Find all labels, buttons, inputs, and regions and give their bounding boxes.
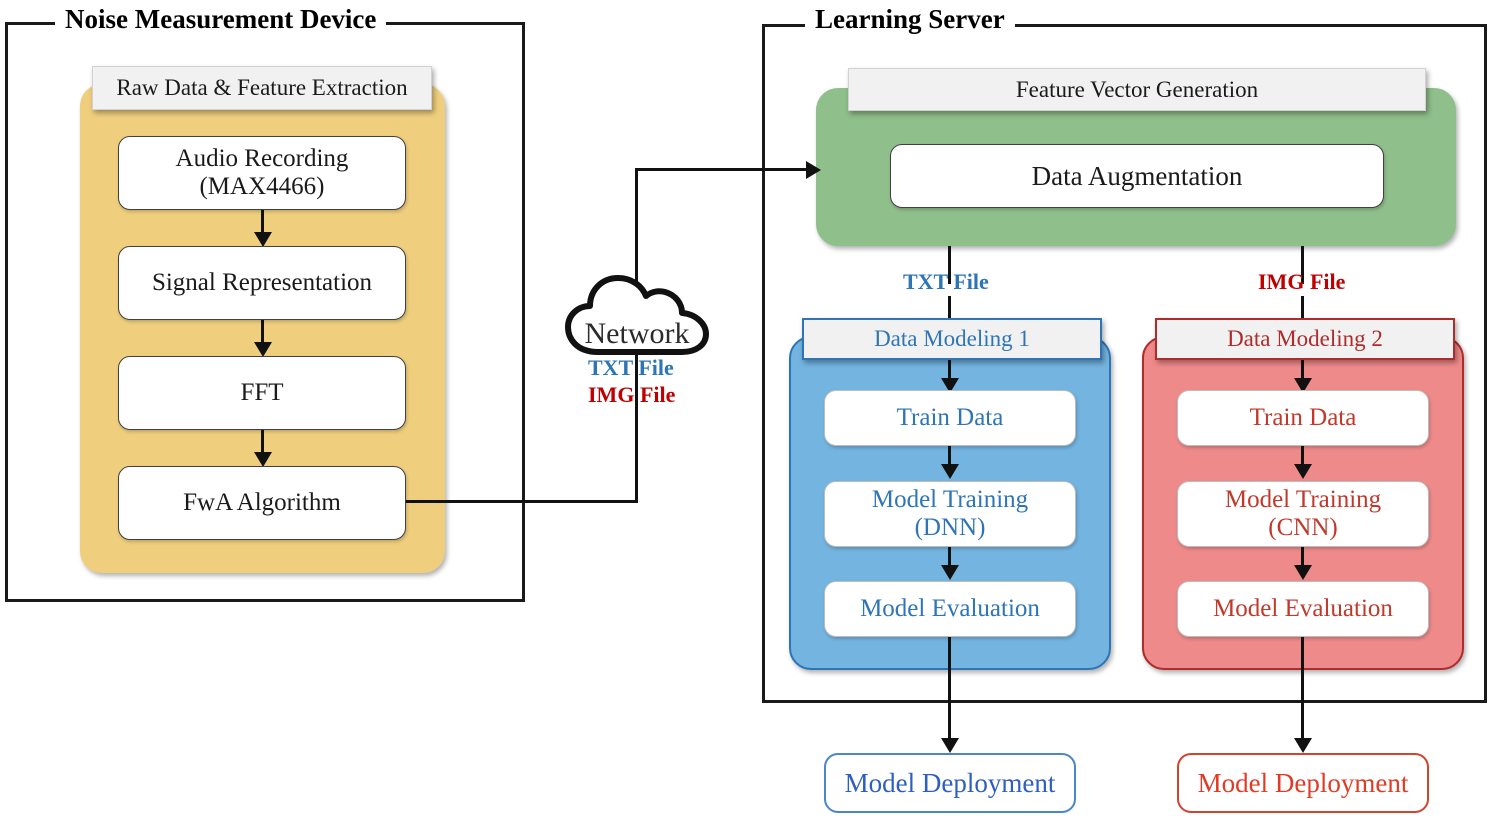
data-modeling-1-header: Data Modeling 1 (802, 318, 1102, 360)
arrow-head-dm1-training-to-eval (941, 565, 959, 580)
arrow-head-dm1-to-deployment (941, 738, 959, 753)
data-modeling-1-header-label: Data Modeling 1 (874, 326, 1030, 351)
learning-server-title: Learning Server (805, 4, 1015, 35)
node-fft-label: FFT (240, 379, 284, 406)
raw-data-header: Raw Data & Feature Extraction (92, 66, 432, 110)
cloud-icon (565, 275, 709, 355)
branch-line-left-lower (948, 296, 951, 320)
node-dm2-model-evaluation-label: Model Evaluation (1213, 595, 1393, 622)
node-audio-recording-sub: (MAX4466) (199, 173, 325, 200)
node-data-augmentation-label: Data Augmentation (1031, 160, 1243, 191)
branch-line-left (948, 246, 951, 284)
model-deployment-red-label: Model Deployment (1197, 767, 1409, 798)
arrow-head-into-server (806, 161, 821, 179)
node-data-augmentation: Data Augmentation (890, 144, 1384, 208)
node-dm1-model-evaluation: Model Evaluation (824, 581, 1076, 637)
feature-vector-header: Feature Vector Generation (848, 68, 1426, 111)
node-dm2-model-training-label: Model Training (1224, 486, 1382, 513)
model-deployment-blue-label: Model Deployment (844, 767, 1056, 798)
arrow-head-dm2-to-deployment (1294, 738, 1312, 753)
network-cloud: Network (562, 272, 712, 358)
noise-measurement-device-title: Noise Measurement Device (55, 4, 387, 35)
arrow-line-dm1-header-to-train (948, 360, 951, 382)
data-modeling-2-header-label: Data Modeling 2 (1227, 326, 1383, 351)
arrow-line-dm1-training-to-eval (948, 547, 951, 569)
arrow-line-signal-to-fft (261, 320, 264, 346)
node-dm1-train-data: Train Data (824, 390, 1076, 446)
network-label-img-file: IMG File (588, 382, 676, 407)
arrow-head-dm2-train-to-training (1294, 464, 1312, 479)
arrow-line-dm2-to-deployment (1301, 637, 1304, 742)
node-dm2-model-training-sub: (CNN) (1268, 514, 1338, 541)
connector-server-horizontal (635, 168, 815, 171)
arrow-line-dm2-training-to-eval (1301, 547, 1304, 569)
arrow-head-dm1-header-to-train (941, 378, 959, 393)
branch-line-right-lower (1301, 296, 1304, 320)
model-deployment-red: Model Deployment (1177, 753, 1429, 813)
arrow-head-dm2-training-to-eval (1294, 565, 1312, 580)
connector-fwa-horizontal (404, 500, 638, 503)
node-fwa-algorithm-label: FwA Algorithm (183, 489, 341, 516)
arrow-head-signal-to-fft (254, 342, 272, 357)
node-dm1-model-training-sub: (DNN) (914, 514, 986, 541)
arrow-line-dm2-header-to-train (1301, 360, 1304, 382)
arrow-line-dm2-train-to-training (1301, 446, 1304, 468)
feature-vector-header-label: Feature Vector Generation (1015, 76, 1259, 102)
node-dm1-model-evaluation-label: Model Evaluation (860, 595, 1040, 622)
arrow-head-fft-to-fwa (254, 452, 272, 467)
arrow-line-dm1-train-to-training (948, 446, 951, 468)
data-modeling-2-header: Data Modeling 2 (1155, 318, 1455, 360)
arrow-head-dm2-header-to-train (1294, 378, 1312, 393)
node-signal-representation: Signal Representation (118, 246, 406, 320)
arrow-line-fft-to-fwa (261, 430, 264, 456)
node-dm1-model-training: Model Training (DNN) (824, 481, 1076, 547)
branch-label-txt-file: TXT File (903, 269, 989, 294)
model-deployment-blue: Model Deployment (824, 753, 1076, 813)
node-dm2-model-training: Model Training (CNN) (1177, 481, 1429, 547)
raw-data-header-label: Raw Data & Feature Extraction (116, 75, 408, 100)
arrow-line-dm1-to-deployment (948, 637, 951, 742)
branch-label-img-file: IMG File (1258, 269, 1346, 294)
node-signal-representation-label: Signal Representation (151, 269, 373, 296)
node-dm1-model-training-label: Model Training (871, 486, 1029, 513)
node-audio-recording-label: Audio Recording (175, 145, 349, 172)
node-fwa-algorithm: FwA Algorithm (118, 466, 406, 540)
node-fft: FFT (118, 356, 406, 430)
learning-server-frame (762, 24, 1487, 703)
network-label-txt-file: TXT File (588, 355, 674, 380)
arrow-head-dm1-train-to-training (941, 464, 959, 479)
node-dm1-train-data-label: Train Data (896, 404, 1004, 431)
node-audio-recording: Audio Recording (MAX4466) (118, 136, 406, 210)
arrow-line-audio-to-signal (261, 210, 264, 236)
node-dm2-model-evaluation: Model Evaluation (1177, 581, 1429, 637)
arrow-head-audio-to-signal (254, 232, 272, 247)
network-cloud-label: Network (584, 317, 690, 350)
branch-line-right (1301, 246, 1304, 284)
node-dm2-train-data: Train Data (1177, 390, 1429, 446)
node-dm2-train-data-label: Train Data (1249, 404, 1357, 431)
